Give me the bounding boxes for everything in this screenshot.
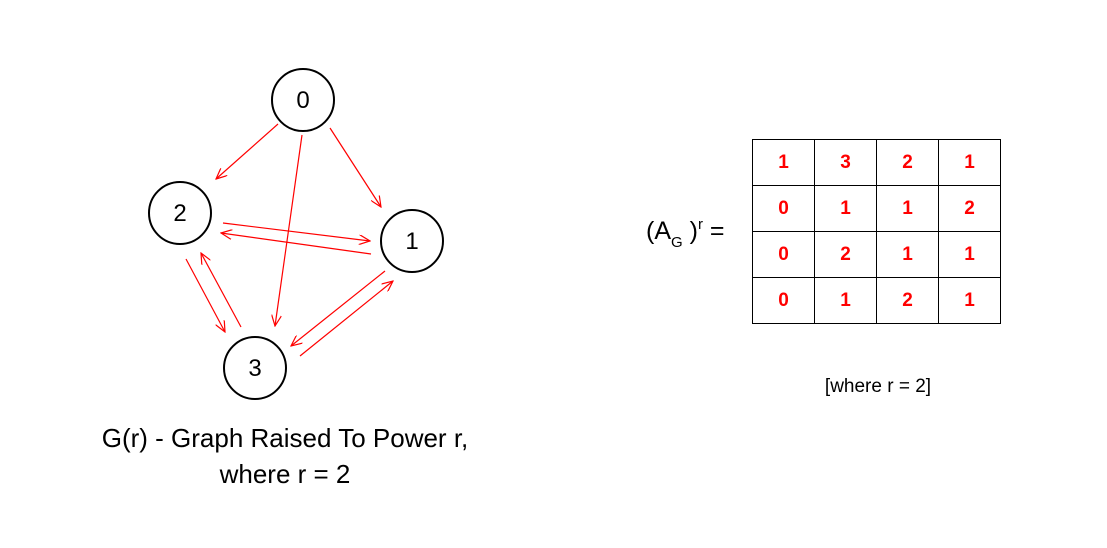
matrix-row: 0 2 1 1: [752, 231, 1001, 278]
matrix-cell: 2: [876, 139, 939, 186]
graph-caption: G(r) - Graph Raised To Power r, where r …: [80, 420, 490, 492]
graph-caption-line-2: where r = 2: [219, 459, 351, 489]
adjacency-matrix: 1 3 2 1 0 1 1 2 0 2 1 1 0 1 2 1: [752, 139, 1001, 324]
edge-2-to-1: [222, 222, 370, 241]
matrix-cell: 1: [814, 277, 877, 324]
graph-caption-line-1: G(r) - Graph Raised To Power r,: [101, 423, 469, 453]
matrix-cell: 0: [752, 277, 815, 324]
node-label: 1: [405, 228, 418, 255]
matrix-cell: 1: [876, 185, 939, 232]
matrix-label-equals: =: [702, 217, 725, 245]
node-circle: [223, 336, 287, 400]
matrix-cell: 2: [938, 185, 1001, 232]
matrix-row: 0 1 2 1: [752, 277, 1001, 324]
edge-3-to-1: [299, 281, 393, 357]
node-label: 2: [173, 200, 186, 227]
node-circle: [380, 209, 444, 273]
edges-layer: [185, 123, 393, 357]
matrix-cell: 1: [752, 139, 815, 186]
edge-2-to-3: [185, 258, 225, 332]
edge-1-to-2: [221, 233, 372, 255]
matrix-cell: 3: [814, 139, 877, 186]
matrix-label-close: ): [682, 217, 698, 245]
matrix-note: [where r = 2]: [824, 376, 932, 397]
matrix-cell: 1: [938, 277, 1001, 324]
edge-1-to-3: [291, 270, 386, 346]
matrix-cell: 0: [752, 185, 815, 232]
matrix-cell: 2: [876, 277, 939, 324]
matrix-label-open: (A: [646, 217, 671, 245]
matrix-cell: 1: [938, 231, 1001, 278]
node-circle: [148, 181, 212, 245]
matrix-cell: 2: [814, 231, 877, 278]
matrix-label-superscript: r: [697, 216, 703, 233]
graph-node-2: 2: [148, 181, 212, 245]
graph-node-0: 0: [271, 68, 335, 132]
nodes-layer: 0 1 2 3: [148, 68, 444, 400]
node-label: 3: [248, 355, 261, 382]
edge-0-to-2: [216, 123, 279, 179]
matrix-row: 1 3 2 1: [752, 139, 1001, 186]
matrix-label: (AG )r =: [646, 216, 725, 251]
graph-node-1: 1: [380, 209, 444, 273]
node-label: 0: [296, 87, 309, 114]
edge-0-to-1: [329, 127, 381, 207]
matrix-cell: 1: [938, 139, 1001, 186]
node-circle: [271, 68, 335, 132]
matrix-label-subscript: G: [671, 234, 683, 251]
matrix-cell: 1: [876, 231, 939, 278]
matrix-row: 0 1 1 2: [752, 185, 1001, 232]
matrix-cell: 0: [752, 231, 815, 278]
matrix-cell: 1: [814, 185, 877, 232]
edge-3-to-2: [201, 253, 242, 328]
graph-node-3: 3: [223, 336, 287, 400]
